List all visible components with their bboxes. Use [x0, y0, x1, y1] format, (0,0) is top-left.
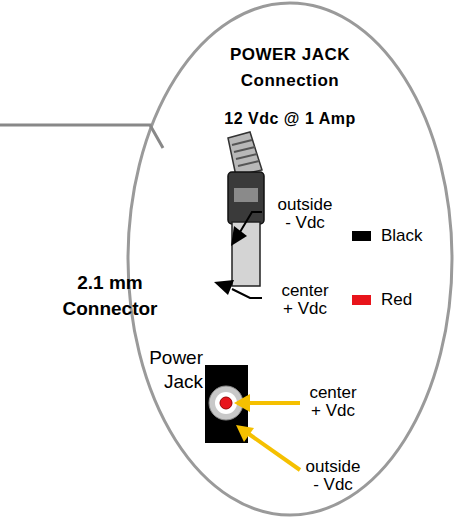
connector-label: 2.1 mm Connector: [55, 270, 165, 322]
plug: [228, 132, 264, 286]
legend-swatch: [352, 231, 371, 241]
rating-label: 12 Vdc @ 1 Amp: [180, 110, 400, 128]
pin-label: center + Vdc: [304, 384, 362, 420]
pin-label: outside - Vdc: [276, 196, 334, 232]
yellow-arrow: [234, 394, 300, 470]
title: POWER JACK Connection: [217, 42, 363, 94]
legend-text: Red: [381, 289, 412, 311]
pin-label: outside - Vdc: [304, 458, 362, 494]
pin-label: center + Vdc: [276, 282, 334, 318]
jack-label: Power Jack: [133, 346, 203, 394]
arrowhead: [214, 280, 234, 295]
leader-line: [232, 289, 262, 298]
legend-swatch: [352, 295, 371, 305]
legend-text: Black: [381, 225, 423, 247]
leader-line: [240, 212, 262, 232]
callout-ellipse: [128, 3, 452, 515]
arrowhead: [231, 226, 247, 246]
leader-line: [0, 125, 163, 148]
